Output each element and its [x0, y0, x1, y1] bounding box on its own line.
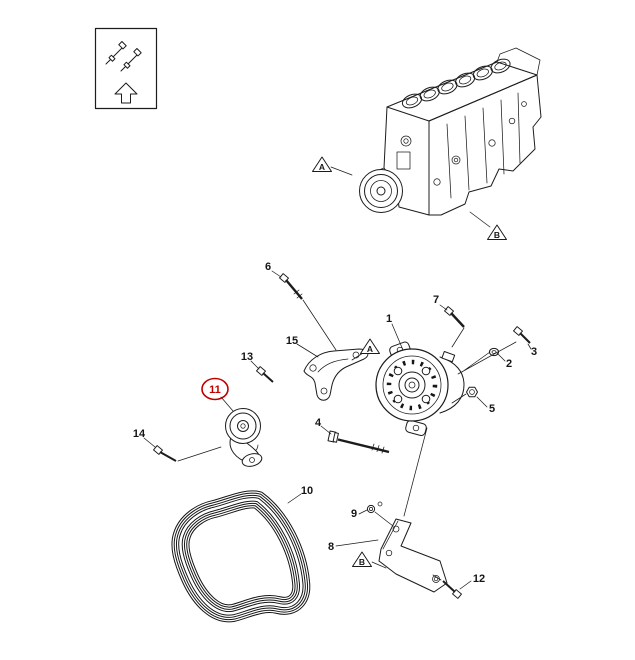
callout-2: 2 — [506, 358, 512, 370]
callout-13: 13 — [241, 351, 253, 363]
upper-bracket-part — [303, 348, 369, 401]
callout-11-highlighted: 11 — [209, 384, 221, 396]
up-arrow-icon — [114, 82, 138, 104]
callout-14: 14 — [133, 428, 146, 440]
callout-6: 6 — [265, 261, 271, 273]
bolt-14 — [153, 445, 177, 462]
marker-b-engine: B — [469, 211, 507, 240]
callout-3: 3 — [531, 346, 537, 358]
callout-1: 1 — [386, 313, 392, 325]
callout-10: 10 — [301, 485, 313, 497]
callout-9: 9 — [351, 508, 357, 520]
marker-a-detail-label: A — [367, 344, 373, 354]
bolt-12 — [442, 580, 462, 599]
fastener-icon — [120, 48, 142, 72]
lower-bracket-part — [378, 518, 448, 593]
marker-a-detail: A — [360, 338, 380, 354]
inset-legend-box — [94, 27, 158, 110]
marker-b-detail-label: B — [359, 557, 365, 567]
leader-lines — [143, 270, 532, 590]
engine-block-illustration — [359, 47, 542, 216]
callout-12: 12 — [473, 573, 485, 585]
cylinder-bores — [401, 58, 511, 109]
crank-pulley — [359, 169, 403, 213]
callout-15: 15 — [286, 335, 298, 347]
bolt-7 — [444, 306, 465, 328]
marker-a-engine-label: A — [319, 162, 325, 172]
callout-7: 7 — [433, 294, 439, 306]
highlight-ellipse — [201, 377, 229, 401]
marker-b-engine-label: B — [494, 230, 500, 240]
fastener-icon — [105, 41, 127, 65]
marker-a-engine: A — [312, 156, 353, 176]
belt-tensioner-part — [225, 408, 263, 467]
callouts: 1 2 3 4 5 6 7 8 9 10 11 12 13 14 15 — [133, 261, 537, 585]
callout-8: 8 — [328, 541, 334, 553]
nut-5 — [466, 386, 478, 398]
callout-4: 4 — [315, 417, 322, 429]
callout-5: 5 — [489, 403, 495, 415]
bolt-6 — [279, 273, 303, 300]
bolt-4 — [327, 430, 390, 454]
screw-washer-9 — [366, 501, 383, 514]
marker-b-detail: B — [352, 551, 372, 567]
alternator-part — [375, 341, 465, 436]
bolt-3 — [513, 326, 531, 344]
serpentine-belt — [180, 499, 301, 613]
